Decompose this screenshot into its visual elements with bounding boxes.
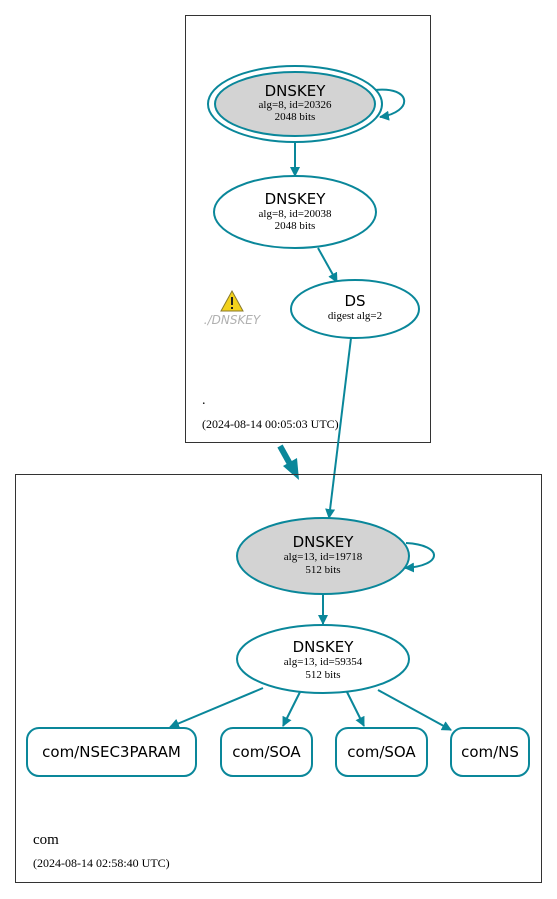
root-zsk-node[interactable]: DNSKEY alg=8, id=20038 2048 bits xyxy=(213,175,377,249)
record-label: com/NS xyxy=(461,743,519,761)
root-zsk-line2: 2048 bits xyxy=(275,220,316,232)
edge-root-ds-to-com-ksk xyxy=(325,337,352,519)
com-zsk-title: DNSKEY xyxy=(293,638,355,656)
record-label: com/NSEC3PARAM xyxy=(42,743,181,761)
root-ds-node[interactable]: DS digest alg=2 xyxy=(290,279,420,339)
root-ksk-node[interactable]: DNSKEY alg=8, id=20326 2048 bits xyxy=(207,65,383,143)
root-zsk-line1: alg=8, id=20038 xyxy=(259,208,332,220)
com-zone-timestamp: (2024-08-14 02:58:40 UTC) xyxy=(33,856,170,870)
root-warning[interactable]: ./DNSKEY xyxy=(204,289,262,327)
warning-label: ./DNSKEY xyxy=(204,313,262,327)
edge-zsk-to-soa-1 xyxy=(282,691,301,727)
com-ksk-line2: 512 bits xyxy=(305,564,340,576)
edge-zsk-to-nsec3param xyxy=(169,687,264,729)
record-label: com/SOA xyxy=(347,743,416,761)
edge-zsk-to-ns xyxy=(377,689,452,731)
com-zone-name: com xyxy=(33,832,59,848)
record-ns[interactable]: com/NS xyxy=(450,727,530,777)
root-ksk-title: DNSKEY xyxy=(265,82,327,100)
record-nsec3param[interactable]: com/NSEC3PARAM xyxy=(26,727,197,777)
record-soa-2[interactable]: com/SOA xyxy=(335,727,428,777)
root-ksk-line1: alg=8, id=20326 xyxy=(259,99,332,111)
root-zsk-title: DNSKEY xyxy=(265,190,327,208)
root-ds-line1: digest alg=2 xyxy=(328,310,382,322)
com-ksk-title: DNSKEY xyxy=(293,533,355,551)
com-ksk-node[interactable]: DNSKEY alg=13, id=19718 512 bits xyxy=(236,517,410,595)
com-zone-box xyxy=(15,474,542,883)
com-zone: DNSKEY alg=13, id=19718 512 bits DNSKEY … xyxy=(15,474,542,883)
root-zone-timestamp: (2024-08-14 00:05:03 UTC) xyxy=(202,417,339,431)
com-ksk-self-loop xyxy=(404,542,435,573)
warning-triangle-icon xyxy=(220,289,244,312)
com-zsk-line1: alg=13, id=59354 xyxy=(284,656,363,668)
root-ds-title: DS xyxy=(344,292,365,310)
record-soa-1[interactable]: com/SOA xyxy=(220,727,313,777)
root-zone-box xyxy=(185,15,431,443)
edge-zsk-to-soa-2 xyxy=(346,691,365,727)
root-ksk-self-loop xyxy=(374,88,406,121)
record-label: com/SOA xyxy=(232,743,301,761)
com-zsk-line2: 512 bits xyxy=(305,669,340,681)
edge-root-zsk-to-ds xyxy=(317,247,338,283)
root-zone-name: . xyxy=(202,393,206,408)
root-ksk-line2: 2048 bits xyxy=(275,111,316,123)
root-zone: DNSKEY alg=8, id=20326 2048 bits DNSKEY … xyxy=(185,15,431,443)
com-ksk-line1: alg=13, id=19718 xyxy=(284,551,363,563)
com-zsk-node[interactable]: DNSKEY alg=13, id=59354 512 bits xyxy=(236,624,410,694)
